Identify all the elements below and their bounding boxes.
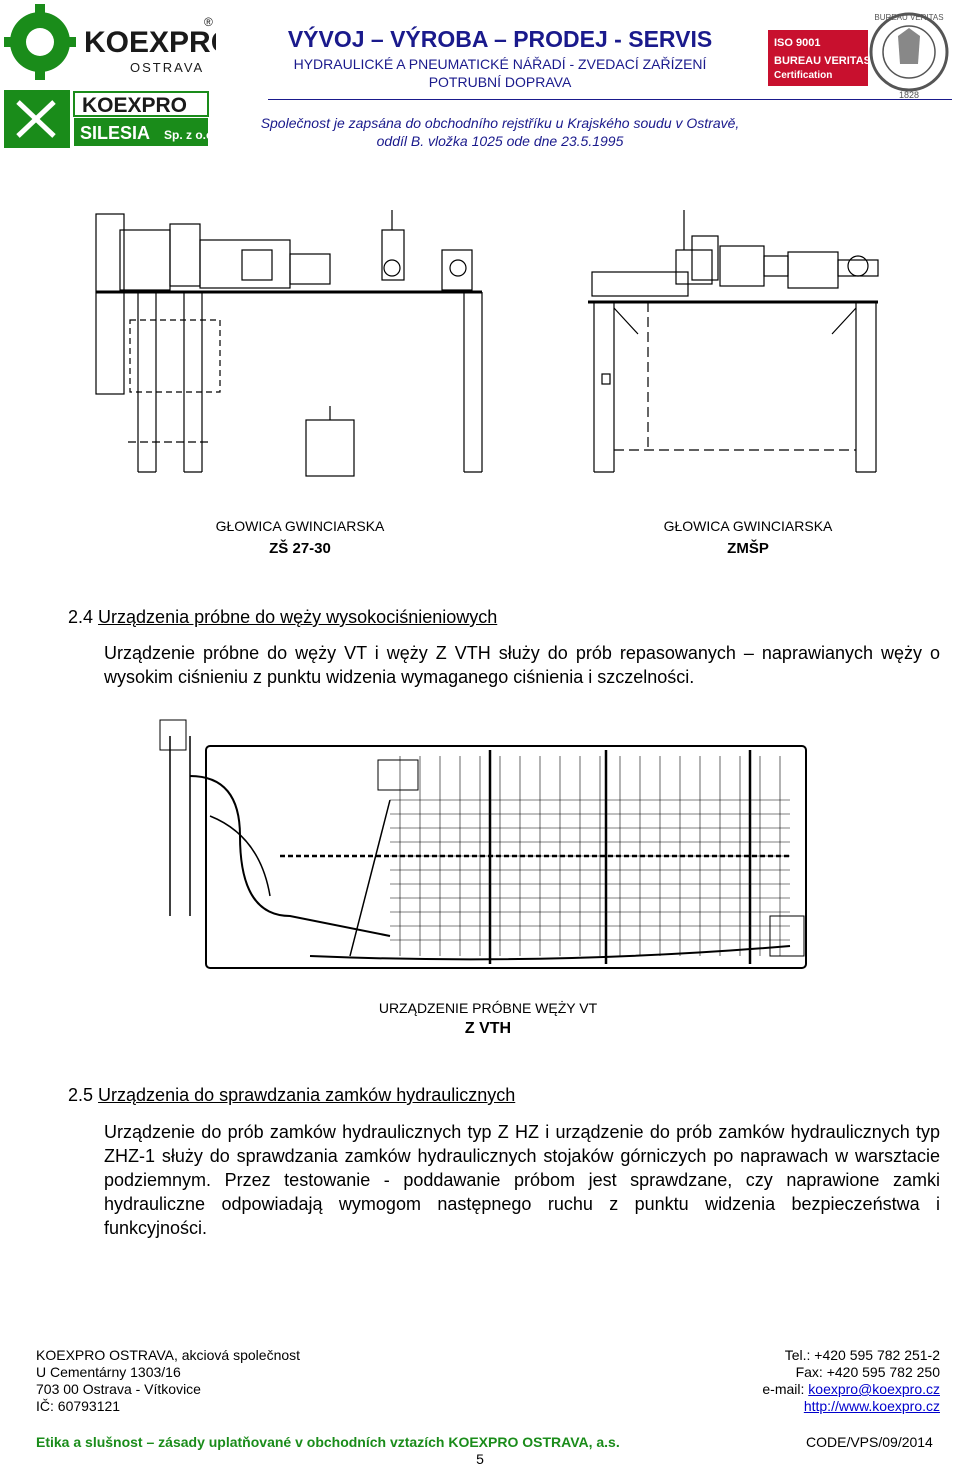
registration-line1: Společnost je zapsána do obchodního rejs… [260,115,740,131]
koexpro-silesia-logo: KOEXPRO SILESIA Sp. z o.o. [4,88,217,150]
iso-line3: Certification [774,70,832,81]
section-2-5-number: 2.5 [68,1085,94,1105]
footer-email-link[interactable]: koexpro@koexpro.cz [808,1381,940,1397]
footer-address: KOEXPRO OSTRAVA, akciová společnost U Ce… [36,1347,300,1415]
registration-note: Společnost je zapsána do obchodního rejs… [240,114,760,150]
seal-year: 1828 [899,90,919,100]
footer-tel: Tel.: +420 595 782 251-2 [784,1347,940,1363]
header-title: VÝVOJ – VÝROBA – PRODEJ - SERVIS [287,26,713,52]
figure-name-zs: ZŠ 27-30 [269,540,331,557]
figure-caption-zmsp: GŁOWICA GWINCIARSKA [663,518,833,534]
figure-caption-hose-rig: URZĄDZENIE PRÓBNE WĘŻY VT [378,1000,598,1016]
footer-fax: Fax: +420 595 782 250 [795,1364,940,1380]
header-subtitle-line2: POTRUBNÍ DOPRAVA [428,74,572,90]
logo-bottom-line3: Sp. z o.o. [164,128,210,142]
footer-email-label: e-mail: [762,1381,809,1397]
footer-city: 703 00 Ostrava - Vítkovice [36,1381,201,1397]
drawing-threading-head-zs [92,210,492,480]
drawing-threading-head-zmsp [588,210,948,480]
registration-line2: oddíl B. vložka 1025 ode dne 23.5.1995 [376,133,624,149]
section-2-5-text: Urządzenie do prób zamków hydraulicznych… [104,1122,940,1238]
figure-caption-zs: GŁOWICA GWINCIARSKA [215,518,385,534]
logo-top-line1: KOEXPRO [84,26,216,59]
figure-name-zmsp: ZMŠP [727,540,769,557]
header-subtitle-line1: HYDRAULICKÉ A PNEUMATICKÉ NÁŘADÍ - ZVEDA… [293,56,707,72]
section-2-5-heading: 2.5 Urządzenia do sprawdzania zamków hyd… [68,1085,515,1106]
logo-bottom-line1: KOEXPRO [82,94,187,117]
footer-street: U Cementárny 1303/16 [36,1364,181,1380]
footer-email-row: e-mail: koexpro@koexpro.cz [762,1381,940,1398]
logo-registered: ® [204,15,213,29]
logo-bottom-line2: SILESIA [80,123,150,143]
iso-line2: BUREAU VERITAS [774,55,868,67]
koexpro-ostrava-logo: KOEXPRO OSTRAVA ® [4,2,234,84]
section-2-4-number: 2.4 [68,607,94,627]
header-divider [268,99,952,100]
page-number: 5 [476,1451,484,1467]
footer-ic: IČ: 60793121 [36,1398,121,1414]
section-2-4-title: Urządzenia próbne do węży wysokociśnieni… [98,607,498,627]
bureau-veritas-seal: BUREAU VERITAS 1828 [868,6,950,102]
footer-ethics-note: Etika a slušnost – zásady uplatňované v … [36,1434,620,1450]
footer-contacts: Tel.: +420 595 782 251-2 Fax: +420 595 7… [762,1347,940,1415]
footer-web-link[interactable]: http://www.koexpro.cz [803,1398,940,1414]
logo-top-line2: OSTRAVA [130,60,204,75]
seal-text: BUREAU VERITAS [874,13,943,22]
section-2-4-heading: 2.4 Urządzenia próbne do węży wysokociśn… [68,607,497,628]
header-subtitle: HYDRAULICKÉ A PNEUMATICKÉ NÁŘADÍ - ZVEDA… [240,55,760,91]
section-2-5-title: Urządzenia do sprawdzania zamków hydraul… [98,1085,516,1105]
drawing-hose-test-rig [150,716,810,972]
section-2-4-text: Urządzenie próbne do węży VT i węży Z VT… [104,643,940,687]
iso-certification-badge: ISO 9001 BUREAU VERITAS Certification [768,30,871,86]
footer-doc-code: CODE/VPS/09/2014 [806,1434,933,1450]
figure-name-hose-rig: Z VTH [464,1020,512,1037]
iso-line1: ISO 9001 [774,37,820,49]
footer-company: KOEXPRO OSTRAVA, akciová společnost [36,1347,301,1363]
